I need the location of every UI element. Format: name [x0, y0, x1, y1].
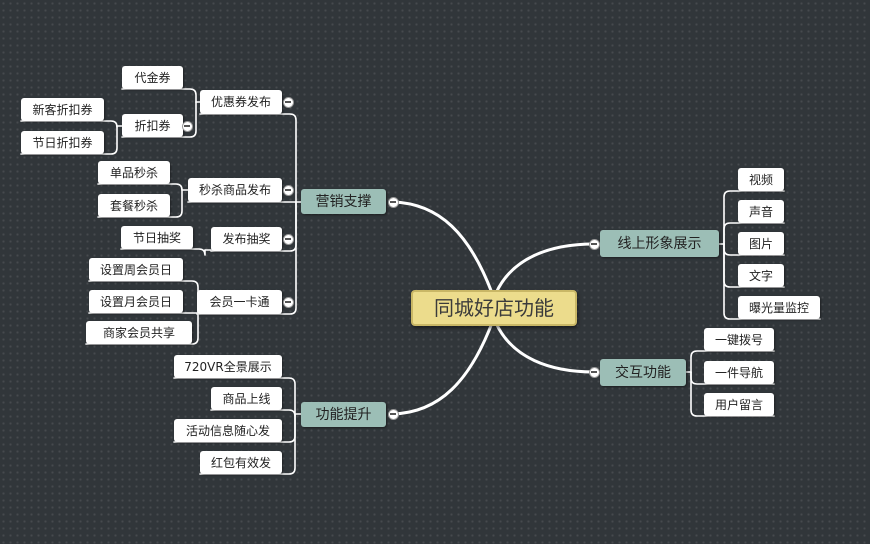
member-bracket-link-2: [85, 312, 199, 345]
root-to-online: [494, 242, 596, 295]
online-bracket-link-1: [723, 222, 785, 245]
node-vr-display[interactable]: 720VR全景展示: [174, 355, 282, 378]
function-bracket-link-3: [199, 413, 296, 475]
node-lottery-publish[interactable]: 发布抽奖: [211, 227, 282, 251]
function-bracket-link-1: [210, 409, 296, 417]
node-activity-info[interactable]: 活动信息随心发: [174, 419, 282, 442]
coupon-bracket-link-1: [121, 101, 197, 138]
node-new-customer-discount[interactable]: 新客折扣券: [21, 98, 104, 121]
discount-bracket-link-1: [20, 125, 118, 155]
node-user-message[interactable]: 用户留言: [704, 393, 774, 416]
interaction-collapse-icon[interactable]: [588, 366, 600, 378]
node-monthly-member-day[interactable]: 设置月会员日: [89, 290, 183, 313]
online-collapse-icon[interactable]: [588, 238, 600, 250]
node-combo-flash-sale[interactable]: 套餐秒杀: [98, 194, 170, 217]
node-single-flash-sale[interactable]: 单品秒杀: [98, 161, 170, 184]
function-bracket-link-0: [173, 377, 296, 415]
root-to-function: [390, 321, 494, 416]
node-exposure-monitor[interactable]: 曝光量监控: [738, 296, 820, 319]
node-member-sharing[interactable]: 商家会员共享: [86, 321, 192, 344]
marketing-bracket-link-3: [196, 201, 297, 315]
node-voucher[interactable]: 代金券: [122, 66, 183, 89]
flash-bracket-link-0: [97, 183, 183, 191]
node-holiday-lottery[interactable]: 节日抽奖: [121, 226, 193, 249]
lottery-bracket-link-0: [120, 248, 206, 256]
discount-collapse-icon[interactable]: [181, 120, 193, 132]
marketing-sub-3-collapse-icon[interactable]: [282, 296, 294, 308]
node-weekly-member-day[interactable]: 设置周会员日: [89, 258, 183, 281]
marketing-sub-0-collapse-icon[interactable]: [282, 96, 294, 108]
discount-bracket-link-0: [20, 120, 118, 128]
marketing-sub-1-collapse-icon[interactable]: [282, 184, 294, 196]
node-product-online[interactable]: 商品上线: [211, 387, 282, 410]
root-to-interaction: [494, 321, 596, 374]
marketing-sub-2-collapse-icon[interactable]: [282, 233, 294, 245]
node-text[interactable]: 文字: [738, 264, 784, 287]
branch-online-image[interactable]: 线上形象展示: [600, 230, 719, 257]
node-discount-coupon[interactable]: 折扣券: [122, 114, 183, 137]
flash-bracket-link-1: [97, 189, 183, 218]
branch-marketing-support[interactable]: 营销支撑: [301, 189, 386, 214]
node-image[interactable]: 图片: [738, 232, 784, 255]
marketing-bracket-link-0: [199, 113, 297, 203]
marketing-collapse-icon[interactable]: [387, 196, 399, 208]
node-flash-sale-publish[interactable]: 秒杀商品发布: [188, 178, 282, 202]
node-video[interactable]: 视频: [738, 168, 784, 191]
online-bracket-link-0: [723, 190, 785, 245]
node-coupon-publish[interactable]: 优惠券发布: [200, 90, 282, 114]
node-audio[interactable]: 声音: [738, 200, 784, 223]
coupon-bracket-link-0: [121, 88, 197, 103]
node-red-packet[interactable]: 红包有效发: [200, 451, 282, 474]
node-navigation[interactable]: 一件导航: [704, 361, 774, 384]
interaction-bracket-link-2: [690, 371, 775, 417]
member-bracket-link-0: [88, 280, 199, 314]
branch-interaction[interactable]: 交互功能: [600, 359, 686, 386]
function-collapse-icon[interactable]: [387, 408, 399, 420]
branch-function-upgrade[interactable]: 功能提升: [301, 402, 386, 427]
online-bracket-link-4: [723, 243, 821, 320]
node-one-click-call[interactable]: 一键拨号: [704, 328, 774, 351]
interaction-bracket-link-0: [690, 350, 775, 373]
node-member-card[interactable]: 会员一卡通: [197, 290, 282, 314]
node-holiday-discount[interactable]: 节日折扣券: [21, 131, 104, 154]
root-topic[interactable]: 同城好店功能: [411, 290, 577, 326]
root-to-marketing: [390, 200, 494, 295]
